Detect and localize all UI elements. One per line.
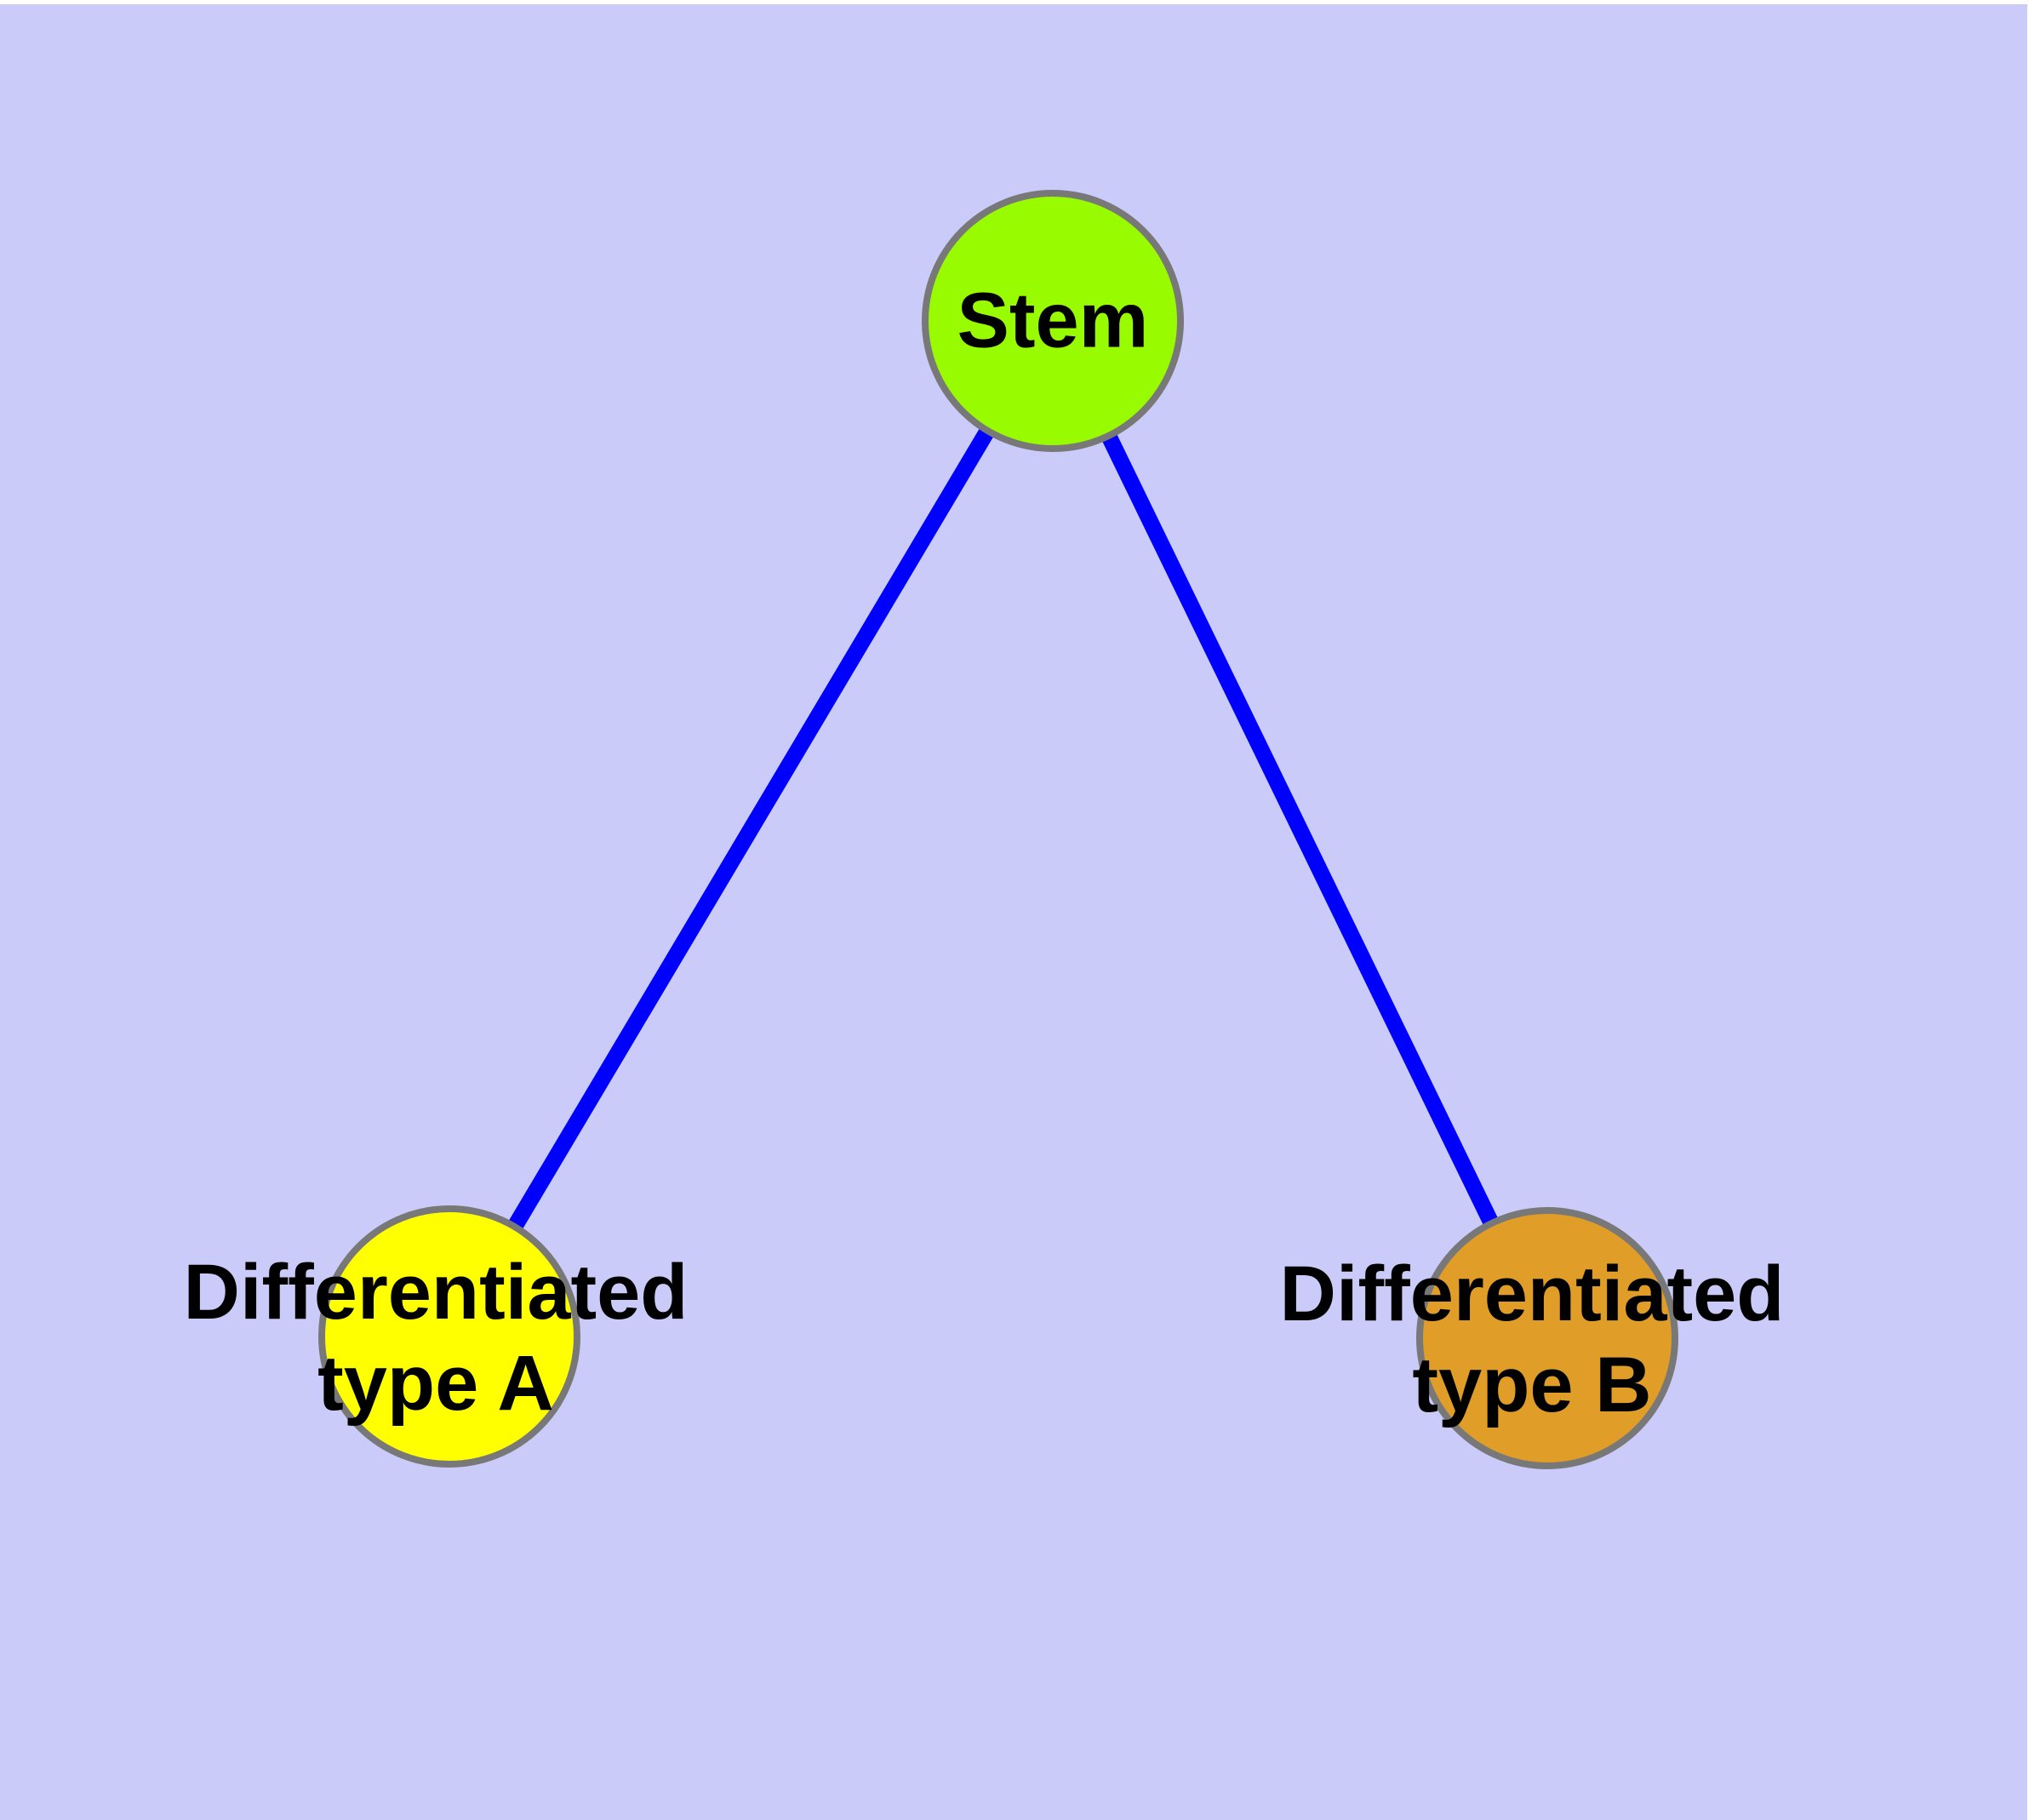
node-stem-label-text: Stem bbox=[957, 277, 1149, 364]
edge-stem-to-differentiated-type-a bbox=[442, 317, 1060, 1341]
node-differentiated-type-a-label-line1: Differentiated bbox=[183, 1249, 689, 1336]
node-differentiated-type-b bbox=[1416, 1207, 1678, 1469]
node-differentiated-type-b-label: Differentiated type B bbox=[1280, 1249, 1785, 1431]
node-stem-label: Stem bbox=[957, 276, 1149, 367]
node-differentiated-type-a-label: Differentiated type A bbox=[184, 1247, 689, 1429]
edge-stem-to-differentiated-type-b bbox=[1045, 317, 1555, 1342]
node-stem bbox=[922, 190, 1184, 452]
node-differentiated-type-a bbox=[318, 1205, 580, 1468]
node-differentiated-type-b-label-line2: type B bbox=[1412, 1342, 1652, 1428]
node-differentiated-type-a-label-line2: type A bbox=[317, 1340, 554, 1427]
node-differentiated-type-b-label-line1: Differentiated bbox=[1279, 1251, 1785, 1337]
